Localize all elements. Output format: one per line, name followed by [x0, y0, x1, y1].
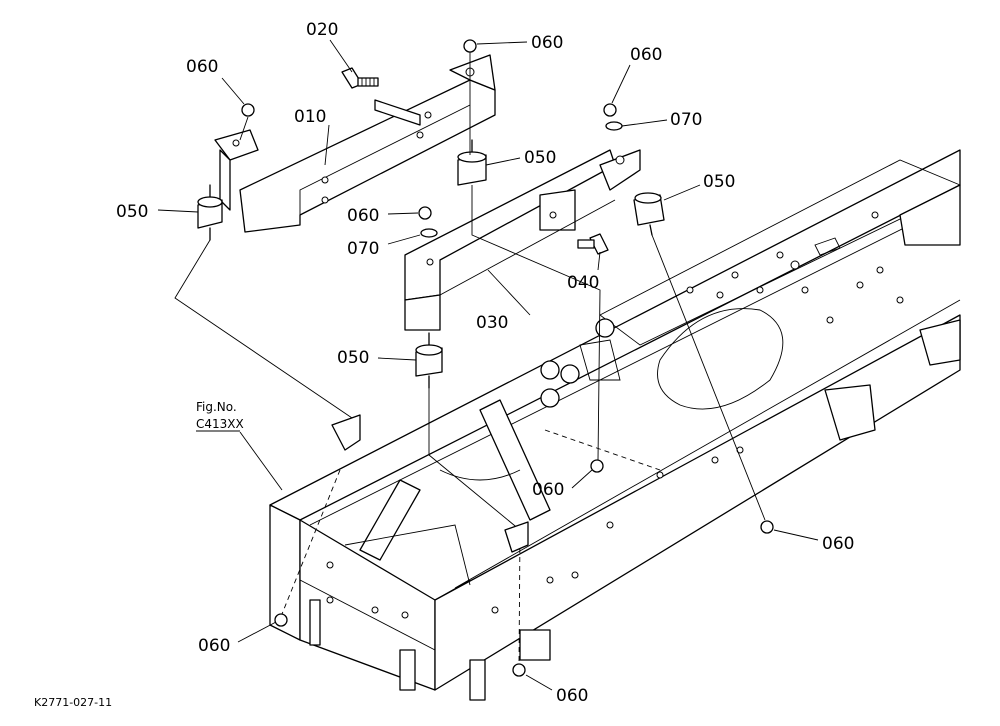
rubber-mount-050-right [633, 192, 665, 236]
callout-070-right: 070 [670, 110, 702, 130]
front-bracket-010 [239, 54, 496, 233]
callout-060-bottom-left: 060 [198, 636, 230, 656]
callout-020: 020 [306, 20, 338, 40]
callout-060-bottom: 060 [556, 686, 588, 706]
washers-070 [420, 121, 623, 238]
chassis-frame [269, 149, 961, 701]
frame-rollers [540, 318, 621, 408]
figure-reference: Fig.No. C413XX [196, 400, 244, 432]
rear-bracket-030 [404, 149, 641, 331]
callout-labels: 020 060 060 010 060 070 050 050 050 060 … [116, 20, 854, 706]
callout-060-lower-right: 060 [822, 534, 854, 554]
callout-050-left: 050 [116, 202, 148, 222]
callout-070-mid: 070 [347, 239, 379, 259]
callout-050-upper: 050 [524, 148, 556, 168]
callout-060-mid: 060 [347, 206, 379, 226]
callout-050-right: 050 [703, 172, 735, 192]
fig-no-value: C413XX [196, 417, 244, 431]
nuts-060 [241, 39, 774, 677]
rubber-mount-050-left [197, 184, 223, 241]
fig-no-label: Fig.No. [196, 400, 237, 414]
assembly-lines [174, 52, 766, 665]
left-mount-bracket [214, 129, 259, 211]
callout-010: 010 [294, 107, 326, 127]
callout-050-center: 050 [337, 348, 369, 368]
callout-030: 030 [476, 313, 508, 333]
drawing-code: K2771-027-11 [34, 696, 112, 709]
leader-lines [157, 39, 819, 691]
callout-040: 040 [567, 273, 599, 293]
callout-060-top: 060 [531, 33, 563, 53]
bolt-020 [341, 67, 379, 89]
callout-060-left-top: 060 [186, 57, 218, 77]
frame-holes [326, 211, 904, 619]
rubber-mount-050-center [415, 332, 443, 389]
callout-060-right-top: 060 [630, 45, 662, 65]
rubber-mount-050-upper [457, 139, 487, 186]
bolt-040 [577, 233, 609, 255]
callout-060-lower-center: 060 [532, 480, 564, 500]
